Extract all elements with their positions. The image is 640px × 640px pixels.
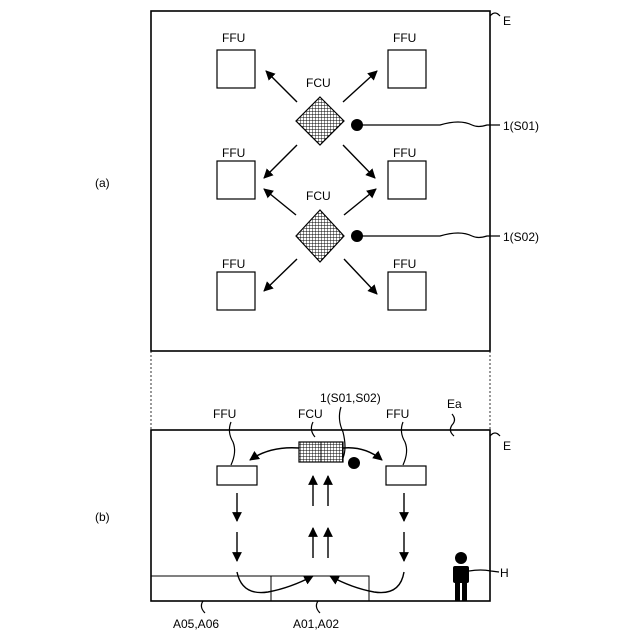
sensor-side-dot bbox=[348, 457, 360, 469]
fcu-label-upper: FCU bbox=[306, 76, 331, 90]
human-label: H bbox=[500, 566, 509, 580]
floor-flow-left bbox=[237, 572, 313, 593]
panel-a: (a) E FFU FFU FFU FFU FFU FFU FCU 1(S01)… bbox=[95, 11, 539, 351]
ffu-side-label-right: FFU bbox=[386, 407, 409, 421]
flow-curve-right bbox=[343, 448, 382, 460]
floor-area-left bbox=[151, 576, 271, 601]
panel-b: (b) E Ea FFU FFU FCU 1(S01,S02) bbox=[95, 391, 511, 631]
enclosure-top-view bbox=[151, 11, 490, 351]
ffu-label-mid-left: FFU bbox=[222, 146, 245, 160]
enclosure-leader-line bbox=[490, 13, 500, 16]
fcu-unit-lower bbox=[296, 210, 344, 262]
human-leader bbox=[469, 570, 499, 572]
fcu-label-lower: FCU bbox=[306, 189, 331, 203]
sensor-dot-s01 bbox=[351, 119, 363, 131]
ffu-unit-top-left bbox=[217, 50, 255, 88]
sensor-s02-leader bbox=[362, 233, 500, 238]
flow-curve-left bbox=[250, 448, 299, 460]
ffu-label-mid-right: FFU bbox=[393, 146, 416, 160]
enclosure-side-label: E bbox=[503, 439, 511, 453]
sensor-s01-label: 1(S01) bbox=[503, 119, 539, 133]
ffu-label-top-left: FFU bbox=[222, 31, 245, 45]
ffu-side-unit-right bbox=[386, 466, 426, 485]
area-right-label: A01,A02 bbox=[293, 617, 339, 631]
sensor-s02-label: 1(S02) bbox=[503, 230, 539, 244]
ffu-side-unit-left bbox=[217, 466, 257, 485]
fcu-side-label: FCU bbox=[298, 407, 323, 421]
ceiling-label: Ea bbox=[447, 397, 462, 411]
ffu-label-bottom-left: FFU bbox=[222, 257, 245, 271]
ffu-label-top-right: FFU bbox=[393, 31, 416, 45]
floor-area-right bbox=[271, 576, 369, 601]
airflow-arrow bbox=[264, 259, 297, 291]
panel-b-tag: (b) bbox=[95, 510, 110, 524]
ffu-label-bottom-right: FFU bbox=[393, 257, 416, 271]
sensor-s01-leader bbox=[362, 122, 500, 127]
airflow-arrow bbox=[266, 71, 297, 102]
airflow-arrow bbox=[264, 189, 296, 215]
person-icon bbox=[453, 552, 469, 601]
enclosure-label: E bbox=[503, 14, 511, 28]
enclosure-side-leader bbox=[490, 433, 500, 436]
ffu-side-leader-left bbox=[229, 422, 234, 465]
airflow-arrow bbox=[264, 145, 297, 178]
airflow-arrow bbox=[344, 189, 376, 215]
ffu-unit-bottom-left bbox=[217, 272, 255, 310]
ffu-side-leader-right bbox=[401, 422, 406, 465]
sensor-side-label: 1(S01,S02) bbox=[320, 391, 381, 405]
area-left-label: A05,A06 bbox=[173, 617, 219, 631]
fcu-unit-upper bbox=[296, 97, 344, 145]
area-right-leader bbox=[316, 601, 320, 613]
ffu-unit-mid-right bbox=[388, 161, 426, 199]
ffu-unit-mid-left bbox=[217, 161, 255, 199]
ffu-unit-bottom-right bbox=[388, 272, 426, 310]
floor-flow-right bbox=[330, 572, 404, 593]
airflow-arrow bbox=[343, 71, 377, 102]
ffu-unit-top-right bbox=[388, 50, 426, 88]
ffu-side-label-left: FFU bbox=[213, 407, 236, 421]
sensor-dot-s02 bbox=[351, 230, 363, 242]
area-left-leader bbox=[201, 601, 205, 613]
panel-a-tag: (a) bbox=[95, 176, 110, 190]
airflow-arrow bbox=[344, 259, 377, 294]
airflow-arrow bbox=[343, 145, 375, 178]
ceiling-leader bbox=[450, 414, 454, 436]
